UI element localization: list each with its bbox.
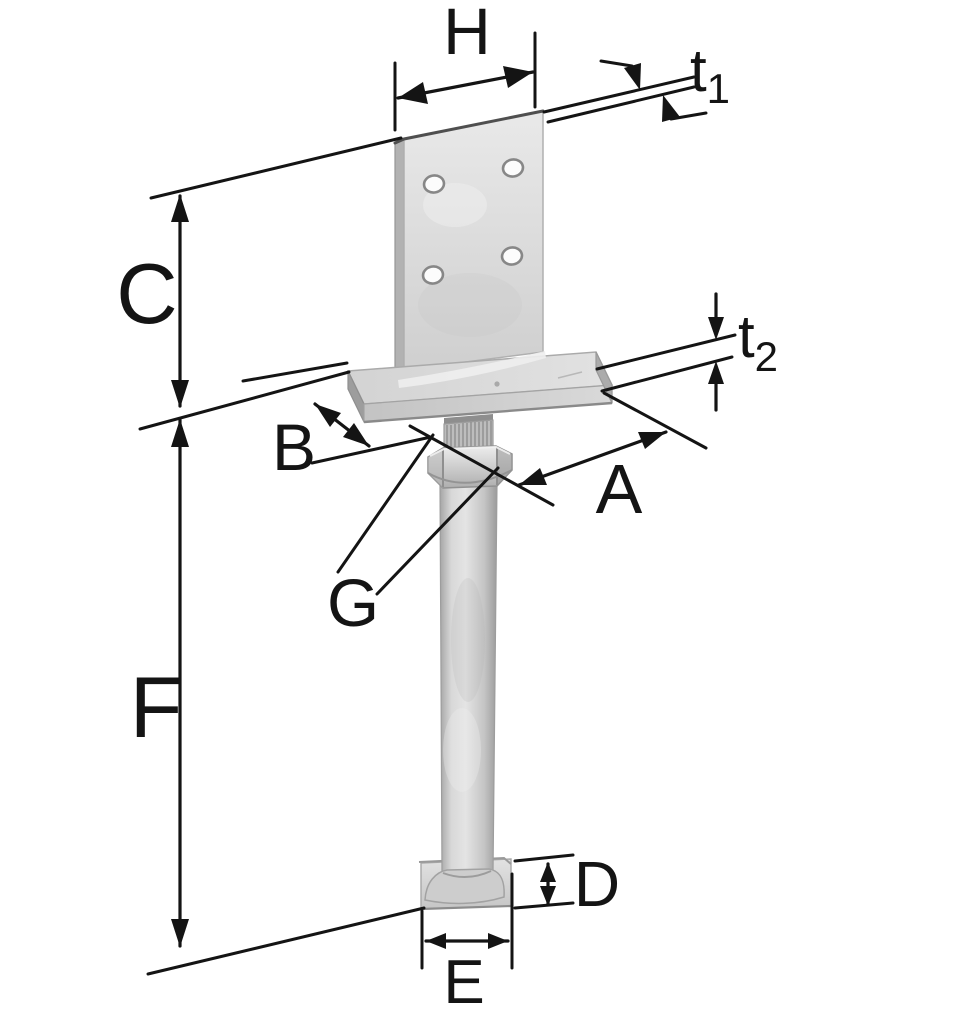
arrow-leader bbox=[669, 111, 708, 121]
extension-line bbox=[542, 75, 696, 114]
bolt-hole bbox=[421, 265, 445, 285]
arrowhead bbox=[708, 361, 724, 384]
extension-line bbox=[149, 136, 403, 200]
dimension-G: G bbox=[327, 433, 500, 641]
arrowhead bbox=[426, 933, 446, 949]
dimension-line bbox=[517, 430, 668, 487]
t2-subscript: 2 bbox=[755, 333, 778, 380]
weld-collar bbox=[424, 868, 505, 905]
nut-bottom-edge bbox=[427, 469, 513, 484]
dimension-H: H bbox=[393, 0, 537, 132]
dimensions: H t1 C bbox=[116, 0, 778, 1017]
arrowhead bbox=[540, 862, 556, 882]
rod-mottle bbox=[443, 708, 481, 792]
bolt-hole bbox=[422, 174, 446, 194]
nut-top-highlight bbox=[429, 445, 511, 457]
arrowhead bbox=[171, 194, 189, 222]
dimension-label-B: B bbox=[272, 410, 316, 484]
leader-line bbox=[375, 466, 500, 596]
leader-line bbox=[336, 433, 435, 574]
extension-line bbox=[310, 435, 433, 465]
surface-mark bbox=[494, 381, 500, 387]
extension-line bbox=[595, 333, 737, 371]
support-rod bbox=[439, 483, 498, 875]
t1-subscript: 1 bbox=[707, 65, 730, 112]
extension-line bbox=[408, 424, 555, 507]
base-plate-bottom-edge bbox=[363, 401, 613, 424]
arrowhead bbox=[624, 63, 641, 90]
plate-mottle bbox=[423, 183, 487, 227]
rod-mottle bbox=[451, 578, 485, 702]
dimension-C: C bbox=[116, 136, 403, 408]
extension-line bbox=[600, 355, 734, 393]
arrowhead bbox=[343, 423, 369, 446]
arrowhead bbox=[638, 432, 666, 449]
base-plate bbox=[346, 351, 614, 424]
hex-nut bbox=[427, 445, 513, 489]
extension-line bbox=[602, 391, 708, 450]
extension-line bbox=[138, 370, 351, 431]
extension-line bbox=[513, 853, 575, 863]
arrowhead bbox=[171, 380, 189, 408]
dimension-label-t2: t2 bbox=[738, 303, 778, 380]
extension-line bbox=[513, 901, 575, 910]
dimension-label-H: H bbox=[443, 0, 491, 68]
dimension-E: E bbox=[420, 872, 514, 1017]
dimension-label-D: D bbox=[574, 848, 620, 920]
dimension-label-t1: t1 bbox=[690, 37, 730, 112]
dimension-label-A: A bbox=[596, 450, 643, 528]
weld-collar-bead bbox=[424, 868, 505, 905]
dimension-label-E: E bbox=[443, 948, 484, 1017]
weld-seam bbox=[398, 351, 546, 388]
plate-mottle bbox=[418, 273, 522, 337]
arrowhead bbox=[315, 404, 341, 427]
extension-line bbox=[146, 906, 426, 976]
arrowhead bbox=[540, 886, 556, 906]
arrowhead bbox=[488, 933, 508, 949]
dimension-B: B bbox=[241, 361, 433, 484]
arrowhead bbox=[519, 468, 547, 485]
arrowhead bbox=[398, 82, 428, 104]
dimension-label-G: G bbox=[327, 566, 379, 641]
dimension-t1: t1 bbox=[542, 37, 730, 124]
bolt-holes bbox=[421, 158, 525, 285]
arrowhead bbox=[171, 919, 189, 947]
dimension-D: D bbox=[513, 848, 620, 920]
surface-scratch bbox=[557, 371, 583, 379]
dimension-t2: t2 bbox=[595, 292, 778, 412]
arrowhead bbox=[708, 317, 724, 340]
t1-base: t bbox=[690, 37, 707, 104]
bottom-plate-bottom-edge bbox=[420, 904, 512, 911]
nut-flat-edges bbox=[442, 447, 498, 487]
arrowhead bbox=[171, 419, 189, 447]
t2-base: t bbox=[738, 303, 755, 370]
vertical-plate-left-edge-face bbox=[394, 138, 405, 379]
dimension-F: F bbox=[130, 370, 426, 976]
dimension-label-C: C bbox=[116, 247, 177, 342]
vertical-plate bbox=[393, 109, 545, 379]
bolt-hole bbox=[500, 246, 524, 266]
dimension-A: A bbox=[408, 391, 708, 528]
dimension-label-F: F bbox=[130, 660, 183, 756]
arrow-leader bbox=[599, 59, 634, 68]
plate-top-edge bbox=[393, 109, 545, 145]
bolt-hole bbox=[501, 158, 525, 178]
extension-line bbox=[241, 361, 349, 383]
arrowhead bbox=[662, 95, 680, 122]
weld-collar-seam bbox=[442, 870, 492, 878]
extension-line bbox=[546, 85, 696, 124]
arrowhead bbox=[503, 66, 533, 88]
